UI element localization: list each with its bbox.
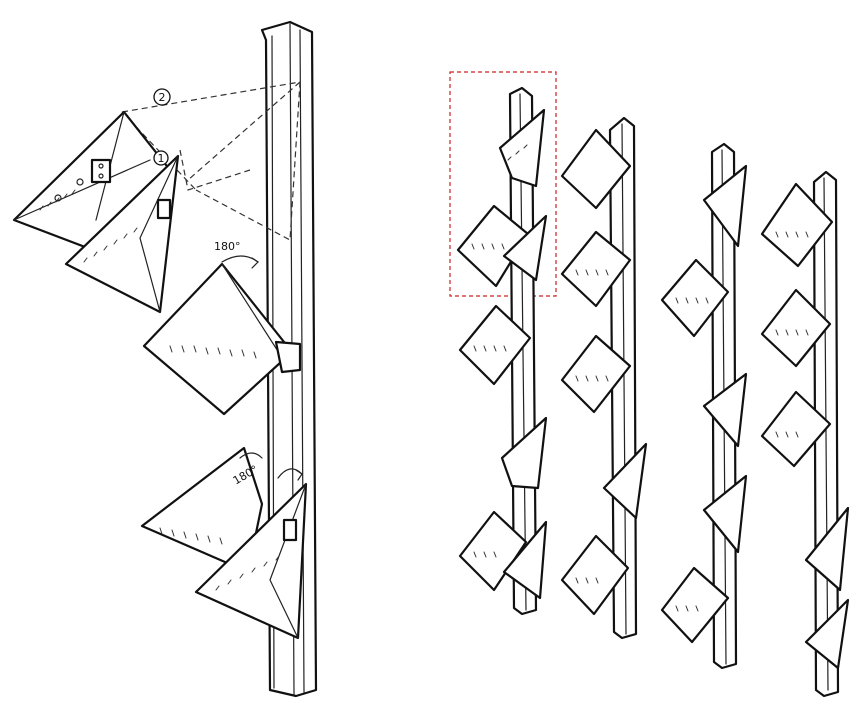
panel-b: 1	[64, 150, 180, 314]
bracket-icon	[90, 158, 112, 184]
step-1-label: 1	[158, 152, 165, 165]
panel-e	[194, 482, 308, 640]
panel-c	[142, 262, 302, 416]
selection-highlight	[449, 71, 557, 297]
variant-pole-3	[660, 142, 748, 670]
step-2-label: 2	[159, 91, 166, 104]
variant-pole-2	[560, 116, 648, 640]
variant-pole-4	[760, 170, 850, 698]
rotation-arrow-icon	[277, 468, 303, 481]
step-2-marker: 2	[153, 88, 171, 106]
rotation-arrow-icon: 180°	[214, 240, 259, 269]
detail-pole-assembly: 2 1 180°	[12, 20, 318, 698]
variant-pole-1	[456, 86, 548, 616]
rotation-label-a: 180°	[214, 240, 241, 253]
panel-d: 180°	[140, 446, 264, 574]
